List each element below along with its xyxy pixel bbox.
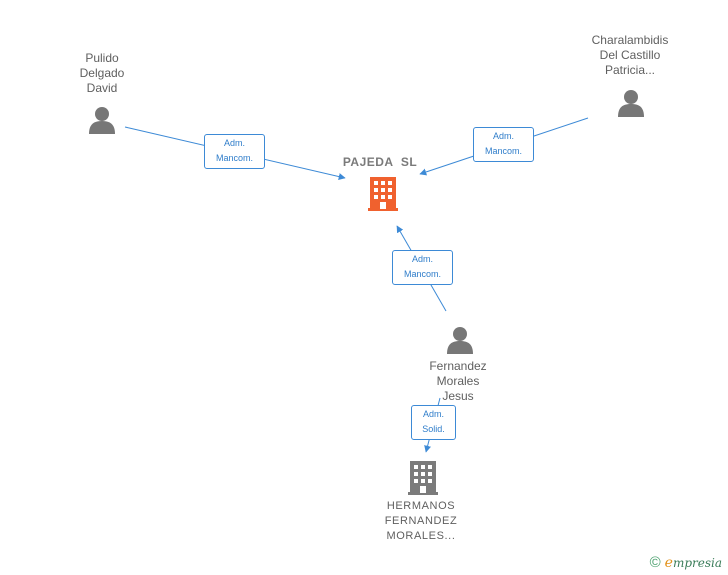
edge-label-line: Solid. bbox=[422, 424, 445, 434]
label-line: Pulido bbox=[85, 51, 119, 65]
edge-label-line: Mancom. bbox=[484, 146, 522, 156]
edge-label-pulido-pajeda[interactable]: Adm. Mancom. bbox=[204, 134, 265, 169]
label-line: David bbox=[86, 81, 118, 95]
label-line: MORALES... bbox=[386, 530, 456, 542]
person-icon[interactable] bbox=[618, 90, 644, 117]
edge-label-line: Adm. bbox=[422, 409, 444, 419]
edge-label-fernandez-hermanos[interactable]: Adm. Solid. bbox=[411, 405, 456, 440]
label-line: Patricia... bbox=[604, 63, 655, 77]
label-line: Fernandez bbox=[429, 359, 487, 373]
brand-logo-e: e bbox=[664, 554, 673, 571]
edge-label-line: Adm. bbox=[223, 138, 245, 148]
label-line: Delgado bbox=[79, 66, 125, 80]
edge-label-line: Adm. bbox=[411, 254, 433, 264]
node-label-charalambidis[interactable]: Charalambidis Del Castillo Patricia... bbox=[574, 33, 686, 78]
brand-logo: empresia bbox=[665, 555, 722, 571]
copyright-icon: © bbox=[649, 554, 661, 571]
building-icon[interactable] bbox=[368, 177, 398, 211]
node-label-pulido[interactable]: Pulido Delgado David bbox=[62, 51, 142, 96]
label-line: Del Castillo bbox=[599, 48, 661, 62]
node-label-pajeda[interactable]: PAJEDA SL bbox=[330, 155, 430, 170]
person-icon[interactable] bbox=[89, 107, 115, 134]
label-line: FERNANDEZ bbox=[384, 515, 458, 527]
building-icon[interactable] bbox=[408, 461, 438, 495]
node-label-fernandez[interactable]: Fernandez Morales Jesus bbox=[417, 359, 499, 404]
edge-label-line: Mancom. bbox=[215, 153, 253, 163]
edge-label-line: Mancom. bbox=[403, 269, 441, 279]
person-icon[interactable] bbox=[447, 327, 473, 354]
label-line: PAJEDA SL bbox=[342, 155, 418, 169]
footer-brand[interactable]: © empresia bbox=[650, 554, 722, 571]
edge-label-fernandez-pajeda[interactable]: Adm. Mancom. bbox=[392, 250, 453, 285]
brand-logo-rest: mpresia bbox=[672, 555, 722, 570]
label-line: Morales bbox=[436, 374, 480, 388]
label-line: Jesus bbox=[442, 389, 474, 403]
label-line: HERMANOS bbox=[386, 500, 456, 512]
node-label-hermanos[interactable]: HERMANOS FERNANDEZ MORALES... bbox=[375, 499, 467, 544]
edge-label-charalambidis-pajeda[interactable]: Adm. Mancom. bbox=[473, 127, 534, 162]
label-line: Charalambidis bbox=[591, 33, 669, 47]
edge-label-line: Adm. bbox=[492, 131, 514, 141]
